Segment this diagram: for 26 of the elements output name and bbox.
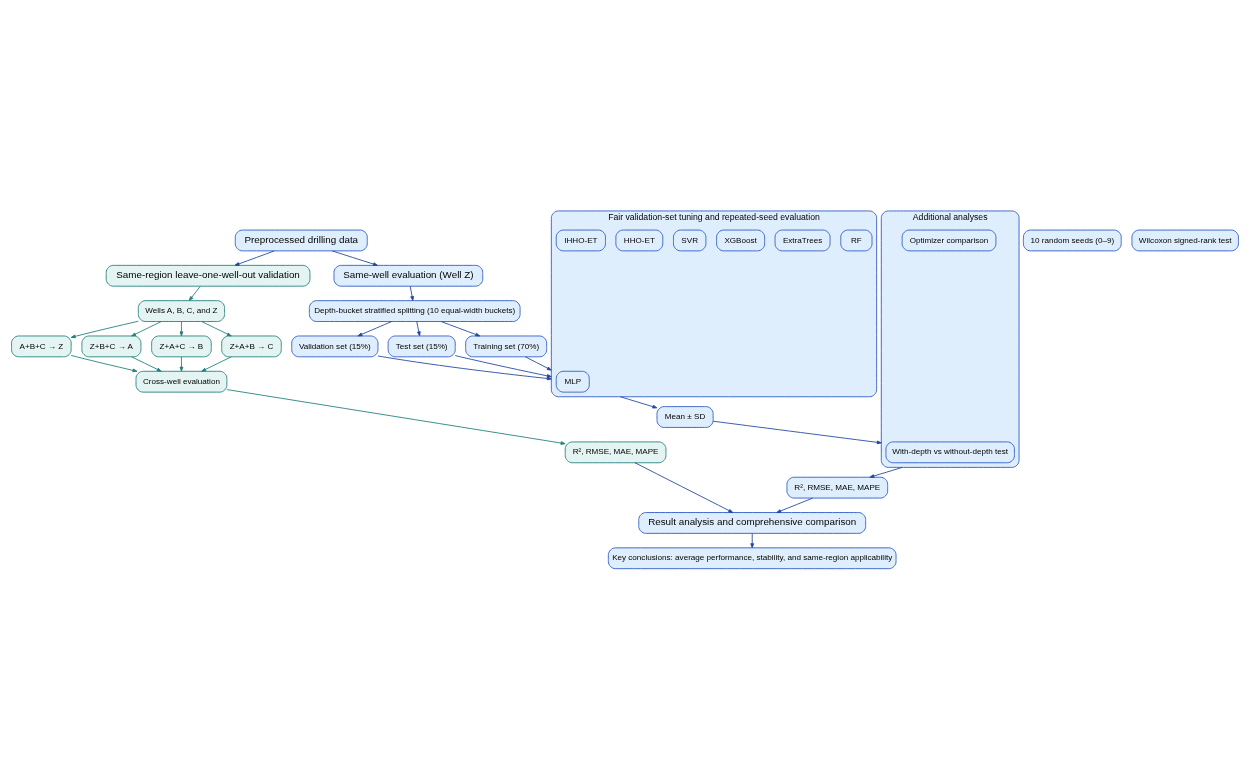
arrow — [525, 355, 552, 371]
arrow — [409, 285, 414, 301]
arrow — [131, 320, 162, 336]
arrow — [201, 355, 232, 372]
node-box: Preprocessed drilling data — [234, 229, 368, 251]
arrow — [712, 420, 882, 444]
node-box: Same-well evaluation (Well Z) — [333, 264, 484, 287]
arrow — [179, 355, 184, 372]
arrow — [70, 354, 138, 372]
arrow — [440, 320, 481, 336]
arrow — [201, 320, 232, 336]
arrow — [226, 388, 566, 445]
node-box: Result analysis and comprehensive comparison — [638, 511, 867, 534]
arrow — [70, 320, 139, 338]
arrow — [131, 355, 162, 372]
arrow — [634, 461, 734, 513]
arrow — [179, 320, 184, 336]
node-box: Same-region leave-one-well-out validation — [105, 264, 311, 287]
arrow — [416, 320, 421, 336]
arrow — [188, 285, 201, 301]
arrow — [454, 354, 552, 378]
arrow — [619, 395, 658, 408]
arrow — [377, 355, 552, 380]
arrow — [869, 466, 903, 478]
arrow — [357, 320, 393, 336]
arrow — [750, 532, 755, 548]
